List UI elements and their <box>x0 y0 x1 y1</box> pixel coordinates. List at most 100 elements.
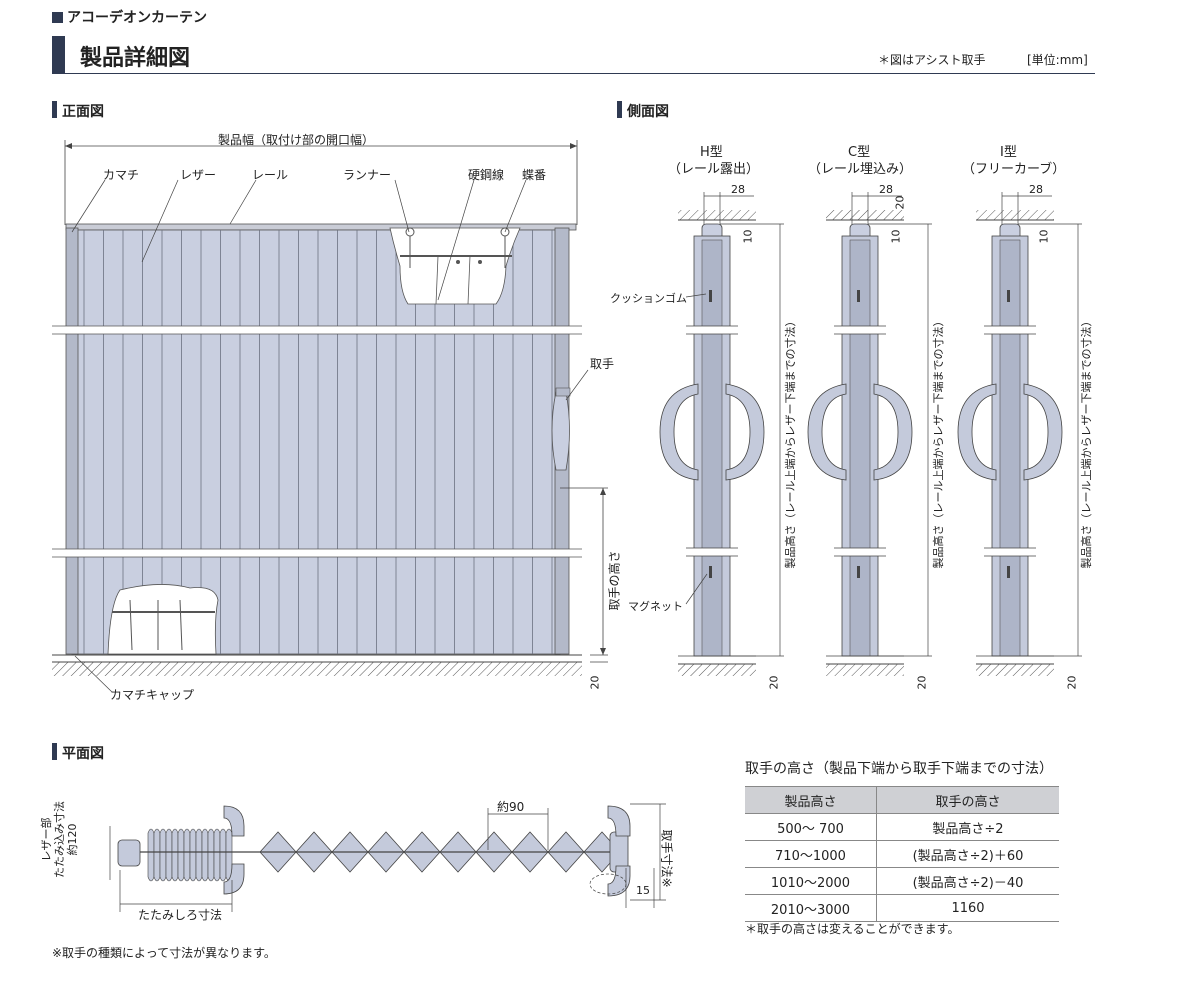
label-runner: ランナー <box>343 168 392 182</box>
folded-pleat <box>201 828 209 882</box>
label-cushion: クッションゴム <box>610 292 687 305</box>
label-floor-gap: 20 <box>588 675 602 690</box>
plan-fold-label: たたみしろ寸法 <box>138 908 223 922</box>
table-header-row: 製品高さ 取手の高さ <box>745 786 1059 814</box>
folded-pleat <box>213 828 221 882</box>
leader-magnet <box>685 573 708 605</box>
leader-cushion <box>685 293 707 298</box>
handle-left <box>807 383 847 481</box>
side-section <box>807 192 932 676</box>
floor-hatch <box>826 664 904 676</box>
table-header: 取手の高さ <box>875 786 1059 814</box>
c-dim-top: 20 <box>893 195 907 210</box>
folded-pleat <box>207 828 215 882</box>
handle-right <box>873 383 913 481</box>
break-band <box>834 326 886 334</box>
category-marker <box>52 12 63 23</box>
i-dim-floor: 20 <box>1065 675 1079 690</box>
side-section <box>659 192 784 676</box>
handle-table-title: 取手の高さ（製品下端から取手下端までの寸法） <box>745 761 1053 777</box>
handle-table-note: ＊取手の高さは変えることができます。 <box>745 922 960 936</box>
h-dim-height: 10 <box>741 229 755 244</box>
side-type-i-name: I型 <box>1000 145 1017 160</box>
break-band <box>834 548 886 556</box>
c-dim-height: 10 <box>889 229 903 244</box>
handle-plan-right-top <box>607 805 631 837</box>
table-cell: (製品高さ÷2)＋60 <box>875 840 1059 868</box>
width-dimension-label: 製品幅（取付け部の開口幅） <box>218 133 375 147</box>
label-kamachi-cap: カマチキャップ <box>110 688 195 702</box>
plan-view-drawing <box>109 803 666 912</box>
front-heading-marker <box>52 101 57 118</box>
side-heading-marker <box>617 101 622 118</box>
side-type-h-name: H型 <box>700 145 723 160</box>
ceiling-hatch <box>826 210 904 220</box>
plan-handle-dim: 取手寸法※ <box>659 829 674 888</box>
table-row: 2010～3000 1160 <box>745 894 1059 922</box>
front-view-drawing <box>52 140 608 693</box>
handle-plan-left-top <box>223 805 245 837</box>
c-dim-floor: 20 <box>915 675 929 690</box>
label-wire: 硬鋼線 <box>468 168 505 182</box>
table-cell: 1010～2000 <box>745 867 877 895</box>
table-cell: 710～1000 <box>745 840 877 868</box>
ceiling-hatch <box>678 210 756 220</box>
plan-note: ※取手の種類によって寸法が異なります。 <box>52 946 276 960</box>
folded-pleat <box>195 828 203 882</box>
folded-pleat <box>159 828 167 882</box>
curtain-inner <box>999 239 1021 657</box>
side-type-c-name: C型 <box>848 145 871 160</box>
i-dim-width: 28 <box>1029 183 1043 196</box>
plan-view-heading: 平面図 <box>62 746 104 762</box>
handle-plan-left-bottom <box>223 863 245 895</box>
i-dim-height: 10 <box>1037 229 1051 244</box>
handle-left <box>659 383 699 481</box>
cushion-mark <box>857 290 860 302</box>
label-magnet: マグネット <box>628 600 683 613</box>
handle-right <box>725 383 765 481</box>
table-cell: 製品高さ÷2 <box>875 813 1059 841</box>
floor-hatch <box>976 664 1054 676</box>
plan-pitch-label: 約90 <box>497 800 525 814</box>
table-row: 710～1000 (製品高さ÷2)＋60 <box>745 840 1059 868</box>
side-type-c-sub: （レール埋込み） <box>808 162 913 177</box>
c-dim-width: 28 <box>879 183 893 196</box>
curtain-inner <box>849 239 871 657</box>
unit-label: [単位:mm] <box>1027 53 1088 67</box>
label-handle: 取手 <box>590 357 615 371</box>
h-vertical-label: 製品高さ（レール上端からレザー下端までの寸法） <box>784 315 797 569</box>
side-view-drawing <box>659 192 1082 676</box>
label-kamachi: カマチ <box>103 168 140 182</box>
side-view-heading: 側面図 <box>627 104 669 120</box>
table-header: 製品高さ <box>745 786 877 814</box>
table-row: 500～ 700 製品高さ÷2 <box>745 813 1059 841</box>
table-row: 1010～2000 (製品高さ÷2)－40 <box>745 867 1059 895</box>
label-leather: レザー <box>180 168 217 182</box>
floor-hatch <box>678 664 756 676</box>
break-band <box>686 548 738 556</box>
label-rail: レール <box>252 168 289 182</box>
side-section <box>957 192 1082 676</box>
folded-pleat <box>153 828 161 882</box>
h-dim-floor: 20 <box>767 675 781 690</box>
handle-left <box>957 383 997 481</box>
h-dim-width: 28 <box>731 183 745 196</box>
plan-heading-marker <box>52 743 57 760</box>
cushion-mark <box>709 290 712 302</box>
folded-pleat <box>183 828 191 882</box>
i-vertical-label: 製品高さ（レール上端からレザー下端までの寸法） <box>1080 315 1093 569</box>
table-cell: (製品高さ÷2)－40 <box>875 867 1059 895</box>
front-view-heading: 正面図 <box>62 104 104 120</box>
side-type-i-sub: （フリーカーブ） <box>962 162 1066 177</box>
break-band <box>984 326 1036 334</box>
folded-pleat <box>165 828 173 882</box>
folded-pleat <box>189 828 197 882</box>
label-hinge: 蝶番 <box>522 168 547 182</box>
magnet-mark <box>1007 566 1010 578</box>
side-type-h-sub: （レール露出） <box>668 162 760 177</box>
plan-dim-15: 15 <box>636 884 650 897</box>
magnet-mark <box>857 566 860 578</box>
curtain-inner <box>701 239 723 657</box>
kamachi-left <box>117 839 141 867</box>
title-bar <box>52 36 65 74</box>
